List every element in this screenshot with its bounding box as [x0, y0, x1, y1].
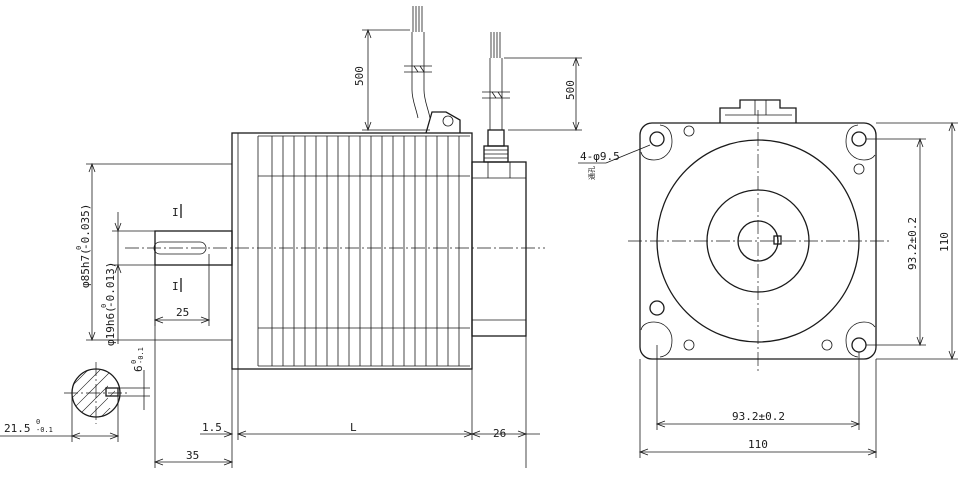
svg-text:φ19h6(: φ19h6( — [104, 306, 117, 346]
label-body-length: L — [350, 421, 357, 434]
label-hole-pitch-vertical: 93.2±0.2 — [906, 217, 919, 270]
dim-cable-right — [504, 56, 582, 132]
label-flange-height: 110 — [938, 232, 951, 252]
label-flange-width: 110 — [748, 438, 768, 451]
label-flange-thickness: 1.5 — [202, 421, 222, 434]
mounting-hole-top-left — [649, 131, 665, 147]
encoder-cable-gland — [482, 32, 510, 163]
label-shaft-length: 35 — [186, 449, 199, 462]
label-shaft-flat: 21.5 0 -0.1 — [4, 418, 53, 435]
label-key-width: 6 0 -0.1 — [130, 347, 145, 372]
svg-text:0: 0 — [130, 360, 138, 364]
svg-text:φ85h7(: φ85h7( — [79, 248, 92, 288]
svg-text:-0.013): -0.013) — [104, 262, 117, 308]
dim-bottom-chain — [153, 265, 540, 468]
svg-text:6: 6 — [132, 365, 145, 372]
label-key-length: 25 — [176, 306, 189, 319]
svg-text:-0.035): -0.035) — [79, 204, 92, 250]
power-cable-gland — [404, 6, 461, 134]
label-hole-pitch-horizontal: 93.2±0.2 — [732, 410, 785, 423]
label-shaft-diameter: φ19h6( 0 -0.013) — [100, 262, 117, 346]
cooling-fins-middle — [271, 176, 460, 328]
front-view — [578, 99, 958, 458]
dim-shaft-diameter — [112, 212, 155, 344]
label-section-mark-bottom: I — [172, 280, 179, 293]
svg-text:0: 0 — [100, 304, 108, 308]
label-cable-right: 500 — [564, 80, 577, 100]
svg-text:-0.1: -0.1 — [137, 347, 145, 364]
dim-flange-diameter — [86, 162, 232, 342]
label-flange-diameter: φ85h7( 0 -0.035) — [75, 204, 92, 288]
connector-box — [719, 99, 797, 123]
section-key-slot — [105, 387, 119, 397]
rear-housing — [471, 161, 527, 337]
label-holes-sub: 通孔 — [587, 166, 596, 180]
svg-text:0: 0 — [75, 246, 83, 250]
cooling-fins-upper — [271, 136, 460, 176]
motor-body — [231, 132, 473, 370]
mounting-hole-bottom-left — [649, 300, 665, 316]
dim-cable-left — [362, 28, 430, 132]
cooling-fins-lower — [271, 328, 460, 366]
shaft-cross-section — [0, 362, 150, 442]
label-cable-left: 500 — [353, 66, 366, 86]
svg-text:-0.1: -0.1 — [36, 426, 53, 434]
label-section-mark-top: I — [172, 206, 179, 219]
output-shaft — [154, 230, 233, 266]
svg-text:21.5: 21.5 — [4, 422, 31, 435]
shaft-end-key — [773, 235, 782, 245]
mounting-hole-bottom-right — [851, 337, 867, 353]
mounting-hole-top-right — [851, 131, 867, 147]
label-holes: 4-φ9.5 — [580, 150, 620, 163]
side-view — [86, 6, 582, 468]
label-rear-length: 26 — [493, 427, 506, 440]
shaft-keyway — [153, 241, 207, 255]
svg-text:0: 0 — [36, 418, 40, 426]
